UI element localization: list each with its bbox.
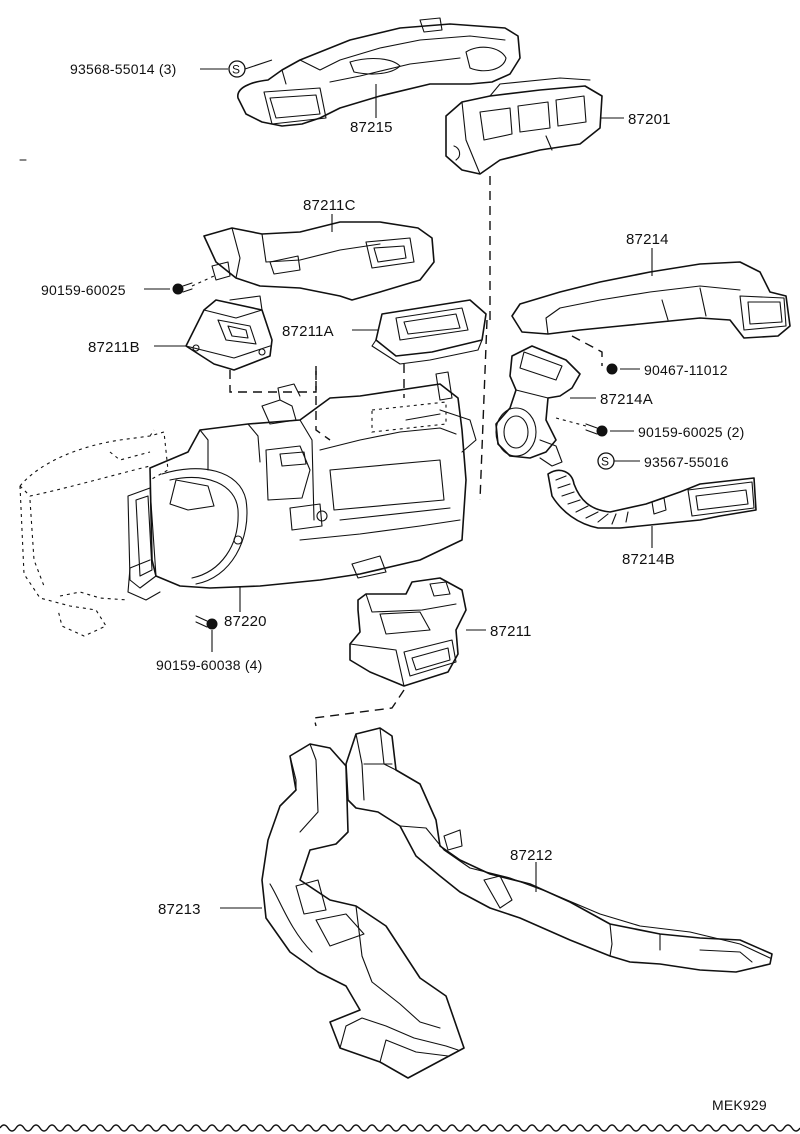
duct-87214A xyxy=(495,345,581,467)
label-87201: 87201 xyxy=(628,111,671,128)
sealant-mark-1: S xyxy=(232,63,240,77)
duct-87215 xyxy=(237,17,521,127)
register-87201 xyxy=(445,77,603,175)
drawing-code: MEK929 xyxy=(712,1097,767,1113)
label-87211C: 87211C xyxy=(303,197,356,214)
screw-90159-60038 xyxy=(195,615,218,630)
alignment-line-87214 xyxy=(571,335,603,366)
cooling-unit-outline xyxy=(19,429,169,637)
label-87213: 87213 xyxy=(158,901,201,918)
duct-87211C xyxy=(203,221,435,301)
label-93567-55016: 93567-55016 xyxy=(644,454,729,470)
hose-87214B xyxy=(547,469,757,529)
label-87211: 87211 xyxy=(490,623,532,640)
label-87215: 87215 xyxy=(350,119,393,136)
alignment-line-87211B xyxy=(229,366,317,393)
alignment-line-center xyxy=(479,176,491,501)
label-90159-60025-2: 90159-60025 (2) xyxy=(638,424,745,440)
label-87220: 87220 xyxy=(224,613,267,630)
clip-90467-11012 xyxy=(606,363,618,375)
grille-87211A xyxy=(371,299,487,365)
label-87214B: 87214B xyxy=(622,551,675,568)
bracket-87211B xyxy=(185,295,273,371)
heater-unit-87220 xyxy=(127,371,477,601)
label-90159-60038: 90159-60038 (4) xyxy=(156,657,263,673)
label-90467-11012: 90467-11012 xyxy=(644,362,728,378)
screw-90159-60025-2 xyxy=(585,423,608,437)
alignment-line-87211A-a xyxy=(315,366,331,441)
duct-87211 xyxy=(349,577,467,687)
hidden-outline xyxy=(371,401,447,433)
screw-90159-60025 xyxy=(172,282,193,295)
label-87211A: 87211A xyxy=(282,323,334,340)
page-bottom-border xyxy=(0,1124,800,1132)
label-90159-60025: 90159-60025 xyxy=(41,282,126,298)
label-93568-55014: 93568-55014 (3) xyxy=(70,61,177,77)
duct-87212 xyxy=(345,727,773,973)
sealant-mark-2: S xyxy=(601,455,609,469)
duct-87214 xyxy=(511,261,791,339)
alignment-line-87211 xyxy=(313,689,405,727)
label-87211B: 87211B xyxy=(88,339,140,356)
label-87214A: 87214A xyxy=(600,391,653,408)
label-87212: 87212 xyxy=(510,847,553,864)
duct-87213 xyxy=(261,743,465,1079)
label-87214: 87214 xyxy=(626,231,669,248)
